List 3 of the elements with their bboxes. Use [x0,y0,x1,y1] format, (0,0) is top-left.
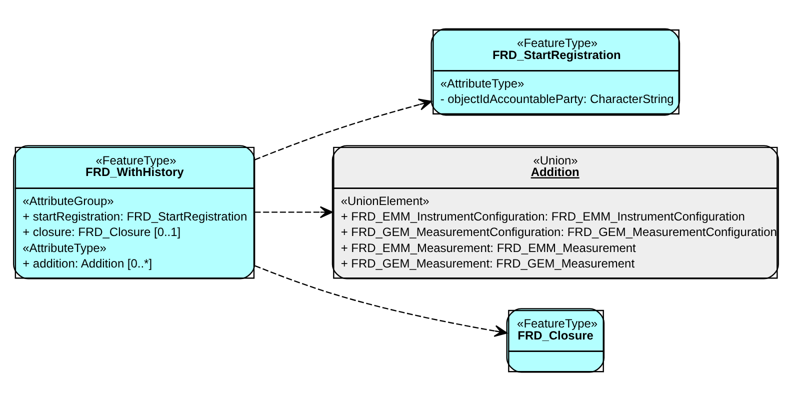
arrow [254,98,432,160]
arrow [254,206,333,218]
arrow [254,264,508,336]
